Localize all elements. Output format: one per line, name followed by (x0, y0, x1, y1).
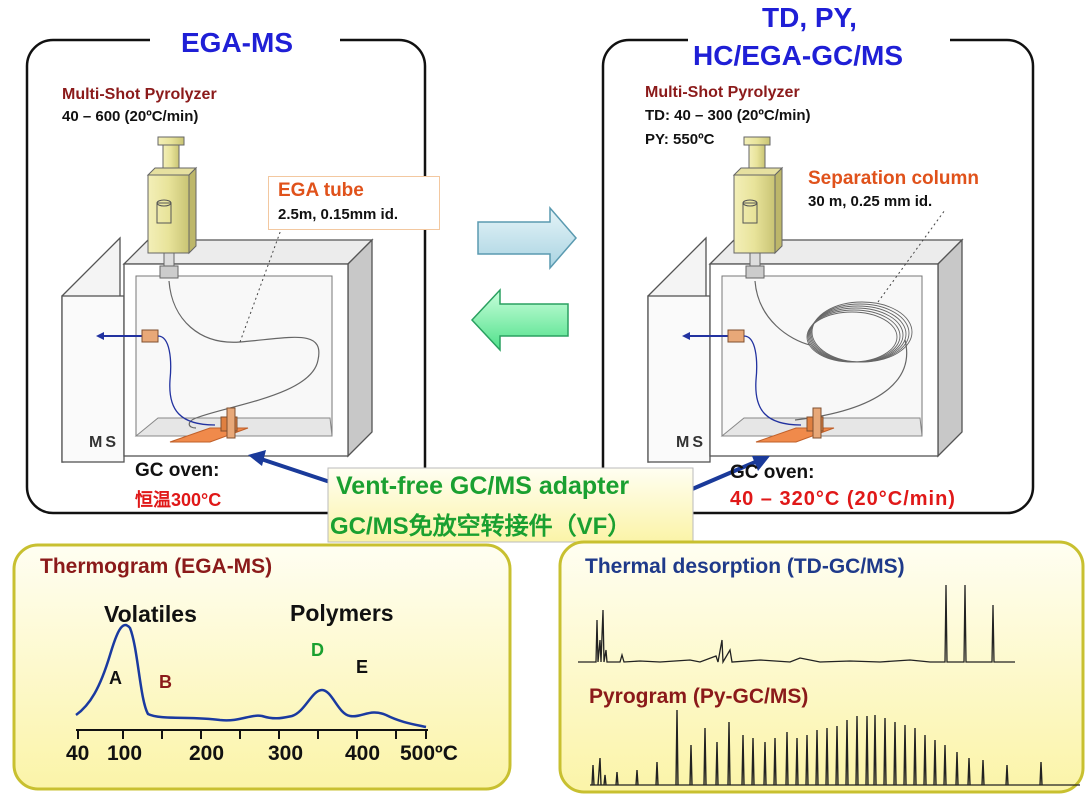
right-oven-label: GC oven: (730, 462, 815, 483)
chromatogram-panel (558, 540, 1085, 794)
thermogram-plot (75, 623, 428, 739)
right-title-line2: HC/EGA-GC/MS (693, 40, 903, 71)
td-chromatogram (578, 584, 1015, 665)
thermogram-panel (12, 543, 512, 791)
peak-e-label: E (356, 657, 369, 677)
column-label: Separation column (808, 168, 980, 189)
ega-ms-title: EGA-MS (181, 27, 293, 58)
ega-tube-callout (268, 176, 440, 230)
arrow-left (470, 288, 569, 352)
peak-a-label: A (109, 668, 122, 688)
adapter-label-zh: GC/MS免放空转接件（VF） (330, 513, 632, 540)
left-oven-illustration (61, 136, 374, 463)
right-pyrolyzer-name: Multi-Shot Pyrolyzer (645, 84, 800, 101)
left-pyrolyzer-name: Multi-Shot Pyrolyzer (62, 86, 217, 103)
column-spec: 30 m, 0.25 mm id. (808, 193, 933, 210)
peak-d-label: D (311, 640, 324, 660)
axis-tick-400: 400 (345, 742, 381, 765)
left-pyrolyzer-temp: 40 – 600 (20ºC/min) (62, 108, 199, 125)
left-oven-temp: 恒温300°C (135, 490, 222, 510)
polymers-label: Polymers (290, 600, 394, 626)
right-oven-temp: 40 – 320°C (20°C/min) (730, 488, 956, 510)
axis-tick-40: 40 (66, 742, 90, 765)
py-title: Pyrogram (Py-GC/MS) (589, 685, 809, 708)
pyrogram (590, 709, 1080, 786)
left-ms-label: MS (89, 434, 119, 451)
volatiles-label: Volatiles (104, 601, 197, 627)
axis-tick-500c: 500ºC (400, 742, 458, 765)
right-py-temp: PY: 550ºC (645, 131, 715, 148)
axis-tick-300: 300 (268, 742, 304, 765)
adapter-pointers (248, 450, 770, 492)
adapter-label-box (327, 467, 694, 543)
right-title-line1: TD, PY, (762, 2, 857, 33)
adapter-label-en: Vent-free GC/MS adapter (336, 472, 630, 500)
ega-tube-label: EGA tube (278, 180, 364, 201)
right-td-temp: TD: 40 – 300 (20ºC/min) (645, 107, 811, 124)
axis-tick-200: 200 (189, 742, 225, 765)
peak-b-label: B (159, 672, 172, 692)
arrow-right (477, 205, 577, 271)
thermogram-title: Thermogram (EGA-MS) (40, 555, 273, 578)
right-oven-illustration (647, 136, 964, 463)
axis-tick-100: 100 (107, 742, 143, 765)
td-title: Thermal desorption (TD-GC/MS) (585, 555, 905, 578)
left-oven-label: GC oven: (135, 460, 220, 481)
ega-tube-spec: 2.5m, 0.15mm id. (278, 206, 399, 223)
right-ms-label: MS (676, 434, 706, 451)
